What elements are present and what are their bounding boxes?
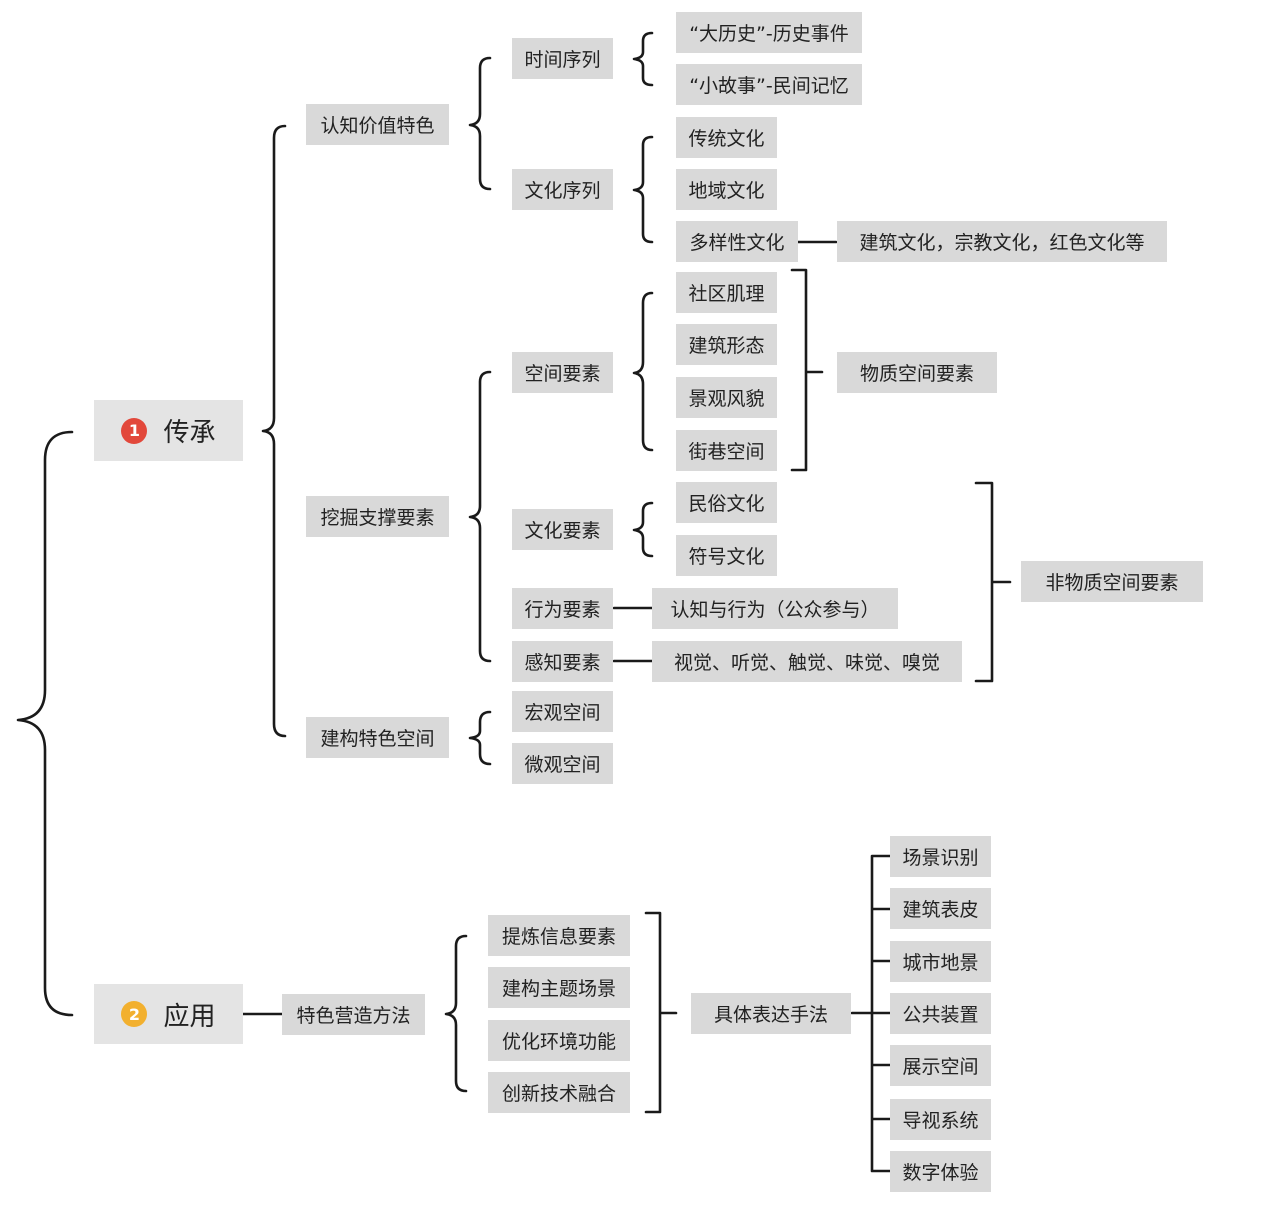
material-bracket [790, 268, 824, 472]
root-apply-label: 应用 [163, 1001, 216, 1032]
node-culture-item[interactable]: 符号文化 [676, 535, 777, 576]
node-expression-item[interactable]: 公共装置 [890, 993, 991, 1034]
node-small-story[interactable]: “小故事”-民间记忆 [676, 64, 862, 105]
expression-bracket [850, 854, 892, 1173]
node-cognitive[interactable]: 认知价值特色 [306, 104, 449, 145]
node-space[interactable]: 空间要素 [512, 352, 613, 393]
node-expression[interactable]: 具体表达手法 [691, 993, 851, 1034]
node-diversity[interactable]: 多样性文化 [676, 221, 798, 262]
node-step[interactable]: 优化环境功能 [488, 1020, 630, 1061]
node-space-item[interactable]: 街巷空间 [676, 430, 777, 471]
node-space-item[interactable]: 建筑形态 [676, 324, 777, 365]
node-expression-item[interactable]: 展示空间 [890, 1045, 991, 1086]
node-expression-item[interactable]: 场景识别 [890, 836, 991, 877]
method-brace [444, 934, 468, 1093]
space-brace [632, 291, 654, 452]
badge-2-icon: 2 [121, 1001, 148, 1027]
node-expression-item[interactable]: 导视系统 [890, 1099, 991, 1140]
node-step[interactable]: 创新技术融合 [488, 1072, 630, 1113]
node-traditional[interactable]: 传统文化 [676, 117, 777, 158]
cognitive-brace [468, 56, 492, 191]
node-space-item[interactable]: 社区肌理 [676, 272, 777, 313]
node-expression-item[interactable]: 城市地景 [890, 941, 991, 982]
node-culture-elem[interactable]: 文化要素 [512, 509, 613, 550]
root-inherit[interactable]: 1 传承 [94, 400, 243, 461]
node-expression-item[interactable]: 数字体验 [890, 1151, 991, 1192]
root-inherit-label: 传承 [163, 418, 216, 448]
node-culture-item[interactable]: 民俗文化 [676, 482, 777, 523]
steps-bracket [644, 911, 678, 1114]
node-behavior-detail[interactable]: 认知与行为（公众参与） [652, 588, 898, 629]
root-apply[interactable]: 2 应用 [94, 984, 243, 1044]
node-behavior[interactable]: 行为要素 [512, 588, 613, 629]
node-step[interactable]: 提炼信息要素 [488, 915, 630, 956]
node-time-seq[interactable]: 时间序列 [512, 38, 613, 79]
badge-1-icon: 1 [121, 417, 148, 444]
node-step[interactable]: 建构主题场景 [488, 967, 630, 1008]
node-support[interactable]: 挖掘支撑要素 [306, 496, 449, 537]
node-diversity-detail[interactable]: 建筑文化，宗教文化，红色文化等 [837, 221, 1167, 262]
node-micro[interactable]: 微观空间 [512, 743, 613, 784]
construct-brace [468, 710, 492, 766]
node-perception[interactable]: 感知要素 [512, 641, 613, 682]
node-method[interactable]: 特色营造方法 [282, 994, 425, 1035]
culture-seq-brace [632, 135, 654, 244]
culture-elem-brace [632, 501, 654, 558]
node-material-group[interactable]: 物质空间要素 [837, 352, 997, 393]
node-expression-item[interactable]: 建筑表皮 [890, 888, 991, 929]
node-space-item[interactable]: 景观风貌 [676, 377, 777, 418]
node-perception-detail[interactable]: 视觉、听觉、触觉、味觉、嗅觉 [652, 641, 962, 682]
node-regional[interactable]: 地域文化 [676, 169, 777, 210]
support-brace [468, 370, 492, 663]
nonmaterial-bracket [974, 481, 1012, 683]
time-brace [632, 31, 654, 87]
node-culture-seq[interactable]: 文化序列 [512, 169, 613, 210]
node-construct[interactable]: 建构特色空间 [306, 717, 449, 758]
node-macro[interactable]: 宏观空间 [512, 691, 613, 732]
root-brace [16, 430, 74, 1017]
inherit-brace [261, 124, 287, 738]
node-nonmaterial-group[interactable]: 非物质空间要素 [1021, 561, 1203, 602]
node-big-history[interactable]: “大历史”-历史事件 [676, 12, 862, 53]
